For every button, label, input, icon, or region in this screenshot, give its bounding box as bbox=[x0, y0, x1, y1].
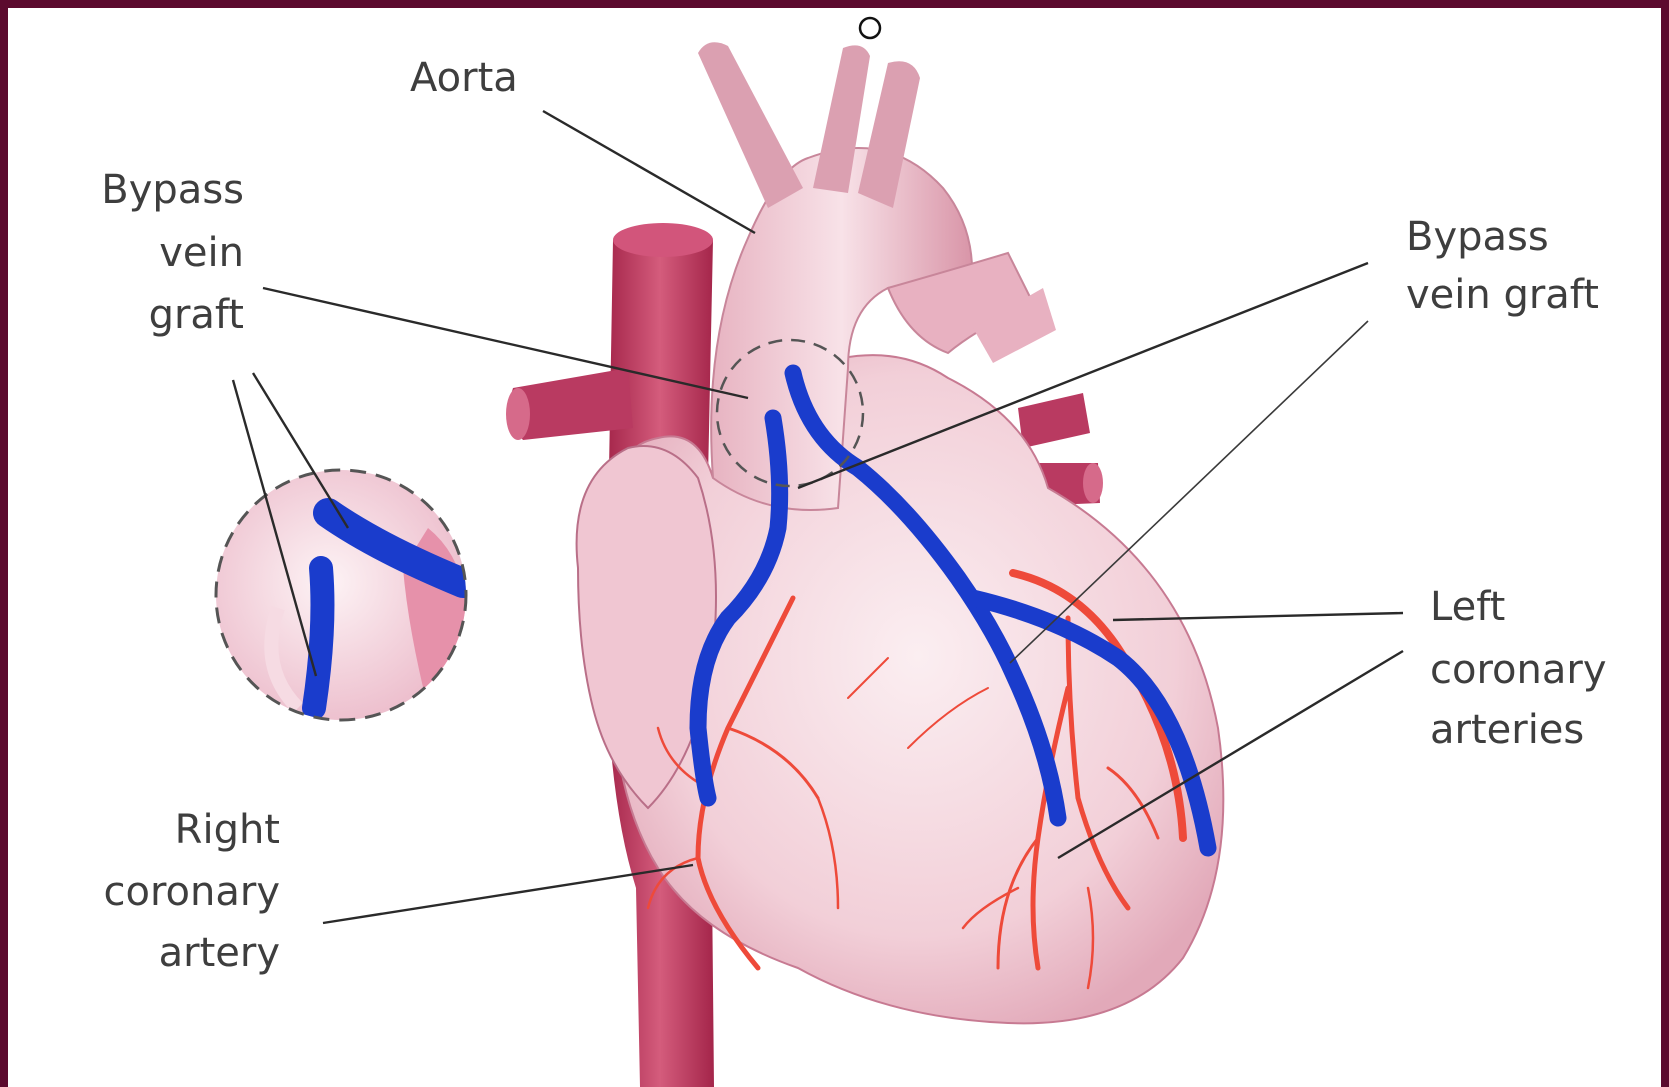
label-bypass-left-line2: vein bbox=[159, 230, 244, 276]
heart-bypass-diagram: Aorta Bypass vein graft Bypass vein graf… bbox=[8, 8, 1661, 1087]
label-bypass-left-line1: Bypass bbox=[101, 167, 244, 213]
label-right-coronary-line1: Right bbox=[175, 807, 280, 853]
label-bypass-left-line3: graft bbox=[149, 292, 244, 338]
inset-graft-lower bbox=[314, 568, 322, 708]
pulmonary-vein-right bbox=[1018, 393, 1090, 448]
magnified-inset bbox=[216, 470, 470, 720]
top-marker-circle bbox=[860, 18, 880, 38]
label-left-coronary-line1: Left bbox=[1430, 584, 1505, 630]
slide-canvas: Aorta Bypass vein graft Bypass vein graf… bbox=[8, 8, 1661, 1087]
label-bypass-right-line1: Bypass bbox=[1406, 214, 1549, 260]
heart-illustration bbox=[506, 42, 1223, 1087]
label-right-coronary-line3: artery bbox=[159, 930, 280, 976]
label-left-coronary-line3: arteries bbox=[1430, 707, 1584, 753]
label-right-coronary-line2: coronary bbox=[104, 869, 280, 915]
label-left-coronary-line2: coronary bbox=[1430, 647, 1606, 693]
label-bypass-right-line2: vein graft bbox=[1406, 272, 1599, 318]
label-aorta: Aorta bbox=[410, 55, 518, 101]
